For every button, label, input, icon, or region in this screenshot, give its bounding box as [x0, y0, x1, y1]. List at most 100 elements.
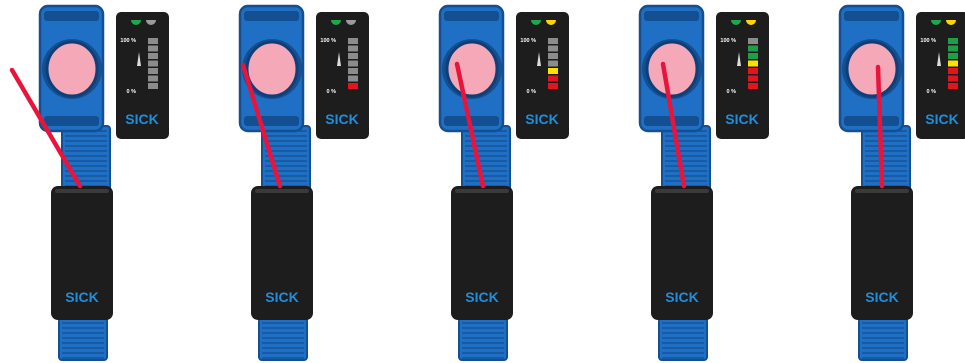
light-beam: [9, 67, 83, 189]
level-bar-grey: [348, 53, 358, 59]
level-bar-grey: [148, 83, 158, 89]
emitter-housing-rib: [444, 116, 499, 126]
level-needle-icon: [937, 52, 941, 66]
brand-logo-display: SICK: [325, 111, 358, 127]
level-bar-red: [748, 75, 758, 82]
emitter-lens: [845, 40, 899, 98]
emitter-housing-rib: [844, 116, 899, 126]
scale-label-100: 100 %: [720, 38, 736, 44]
receiver-sensor: SICK: [451, 186, 513, 361]
receiver-housing-edge: [655, 189, 709, 193]
status-led-green: [531, 20, 541, 25]
level-bar-green: [748, 53, 758, 59]
receiver-housing: [651, 186, 713, 320]
emitter-lens: [445, 40, 499, 98]
indicator-display: 100 %0 %SICK: [316, 12, 369, 139]
level-bar-grey: [748, 38, 758, 44]
level-needle-icon: [737, 52, 741, 66]
level-bar-yellow: [748, 60, 758, 67]
brand-logo-display: SICK: [525, 111, 558, 127]
emitter-sensor: [238, 4, 311, 197]
level-bar-grey: [148, 38, 158, 44]
receiver-housing-edge: [255, 189, 309, 193]
level-bar-red: [748, 83, 758, 89]
receiver-housing: [451, 186, 513, 320]
emitter-sensor: [838, 4, 911, 197]
level-bar-grey: [148, 75, 158, 82]
emitter-housing-rib: [844, 11, 899, 21]
level-bar-grey: [148, 68, 158, 74]
indicator-display: 100 %0 %SICK: [916, 12, 965, 139]
receiver-connector: [458, 317, 508, 361]
receiver-connector: [858, 317, 908, 361]
emitter-lens: [645, 40, 699, 98]
receiver-housing: [851, 186, 913, 320]
receiver-connector: [258, 317, 308, 361]
scale-label-0: 0 %: [727, 89, 737, 95]
status-led-green: [331, 20, 341, 25]
receiver-sensor: SICK: [251, 186, 313, 361]
scale-label-0: 0 %: [327, 89, 337, 95]
level-bar-grey: [548, 38, 558, 44]
level-needle-icon: [137, 52, 141, 66]
level-bar-green: [948, 38, 958, 44]
sensor-stage-graphic: 100 % 0 % SICK SICK: [438, 4, 569, 361]
receiver-housing-edge: [455, 189, 509, 193]
emitter-housing-rib: [244, 116, 299, 126]
level-bar-grey: [348, 45, 358, 52]
indicator-display: 100 %0 %SICK: [716, 12, 769, 139]
level-bar-grey: [148, 60, 158, 67]
scale-label-0: 0 %: [127, 89, 137, 95]
light-beam: [660, 61, 687, 189]
status-led-yellow: [946, 20, 956, 25]
receiver-sensor: SICK: [851, 186, 913, 361]
scale-label-100: 100 %: [520, 38, 536, 44]
level-bar-red: [348, 83, 358, 89]
level-bar-grey: [348, 75, 358, 82]
emitter-lens: [245, 40, 299, 98]
receiver-housing-edge: [55, 189, 109, 193]
level-bar-grey: [548, 60, 558, 67]
status-led-green: [131, 20, 141, 25]
level-bar-red: [948, 68, 958, 74]
level-bar-yellow: [548, 68, 558, 74]
status-led-yellow: [546, 20, 556, 25]
emitter-sensor: [438, 4, 511, 197]
brand-logo-receiver: SICK: [465, 289, 498, 305]
level-bar-grey: [148, 45, 158, 52]
level-bar-grey: [548, 45, 558, 52]
level-bar-grey: [348, 38, 358, 44]
status-led-green: [731, 20, 741, 25]
receiver-housing-edge: [855, 189, 909, 193]
scale-label-0: 0 %: [527, 89, 537, 95]
scale-label-0: 0 %: [927, 89, 937, 95]
emitter-sensor: [38, 4, 111, 197]
brand-logo-receiver: SICK: [865, 289, 898, 305]
receiver-connector: [58, 317, 108, 361]
light-beam: [240, 62, 283, 189]
level-needle-icon: [337, 52, 341, 66]
level-bar-grey: [348, 68, 358, 74]
scale-label-100: 100 %: [120, 38, 136, 44]
level-bar-grey: [348, 60, 358, 67]
level-bar-green: [948, 53, 958, 59]
light-beam: [875, 64, 885, 189]
receiver-housing: [51, 186, 113, 320]
level-bar-yellow: [948, 60, 958, 67]
level-bar-grey: [148, 53, 158, 59]
status-led-grey: [346, 20, 356, 25]
receiver-connector: [658, 317, 708, 361]
brand-logo-receiver: SICK: [65, 289, 98, 305]
level-bar-red: [948, 83, 958, 89]
light-beam: [454, 61, 486, 189]
emitter-housing-rib: [244, 11, 299, 21]
brand-logo-display: SICK: [925, 111, 958, 127]
